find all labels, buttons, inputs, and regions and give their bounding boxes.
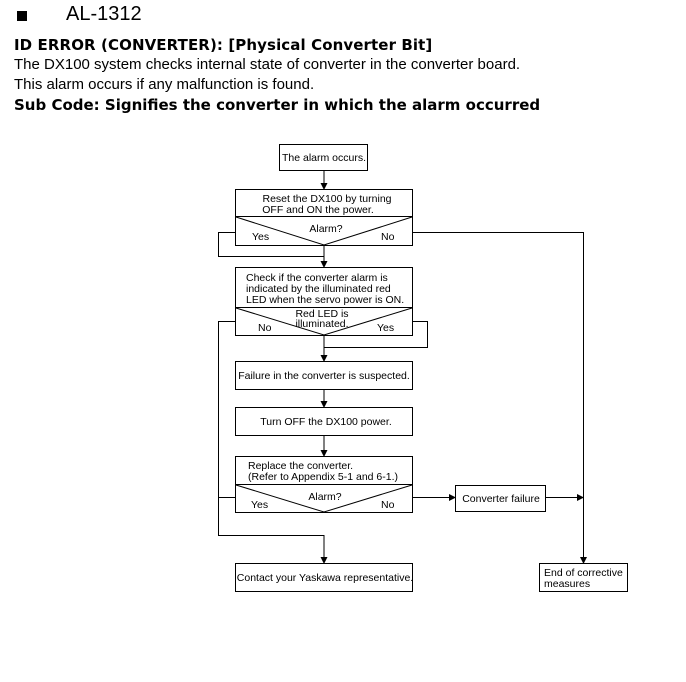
suspected-label: Failure in the converter is suspected. [238, 370, 410, 382]
sub-code-description: Sub Code: Signifies the converter in whi… [14, 96, 541, 114]
decision-3-no: No [381, 499, 395, 511]
start-box [279, 144, 368, 171]
replace-label-1: Replace the converter. [248, 460, 353, 472]
suspected-box [235, 361, 413, 390]
replace-label-2: (Refer to Appendix 5-1 and 6-1.) [248, 471, 398, 483]
reset-label-2: OFF and ON the power. [262, 204, 373, 216]
description-line-1: The DX100 system checks internal state o… [14, 56, 521, 73]
decision-1-no: No [381, 231, 395, 243]
decision-3-yes: Yes [251, 499, 268, 511]
contact-label: Contact your Yaskawa representative. [237, 572, 413, 584]
decision-3-diamond [235, 484, 413, 513]
alarm-code-heading: AL-1312 [66, 3, 142, 25]
decision-2-label-1: Red LED is [295, 308, 348, 320]
check-label-3: LED when the servo power is ON. [246, 294, 404, 306]
decision-1-yes: Yes [252, 231, 269, 243]
end-label-2: measures [544, 578, 590, 590]
turn-off-box [235, 407, 413, 436]
alarm-title: ID ERROR (CONVERTER): [Physical Converte… [14, 36, 433, 54]
decision-2-label-2: illuminated. [295, 318, 348, 330]
converter-failure-box [455, 485, 546, 512]
decision-2-yes: Yes [377, 322, 394, 334]
check-label-1: Check if the converter alarm is [246, 272, 388, 284]
description-line-2: This alarm occurs if any malfunction is … [14, 76, 315, 93]
turn-off-label: Turn OFF the DX100 power. [260, 416, 392, 428]
decision-2-no: No [258, 322, 272, 334]
check-label-2: indicated by the illuminated red [246, 283, 391, 295]
start-label: The alarm occurs. [282, 152, 366, 164]
decision-3-label: Alarm? [308, 491, 341, 503]
end-box [539, 563, 628, 592]
decision-1-label: Alarm? [309, 223, 342, 235]
end-label-1: End of corrective [544, 567, 623, 579]
converter-failure-label: Converter failure [462, 493, 540, 505]
section-bullet-square [17, 11, 27, 21]
contact-box [235, 563, 413, 592]
reset-label-1: Reset the DX100 by turning [263, 193, 392, 205]
